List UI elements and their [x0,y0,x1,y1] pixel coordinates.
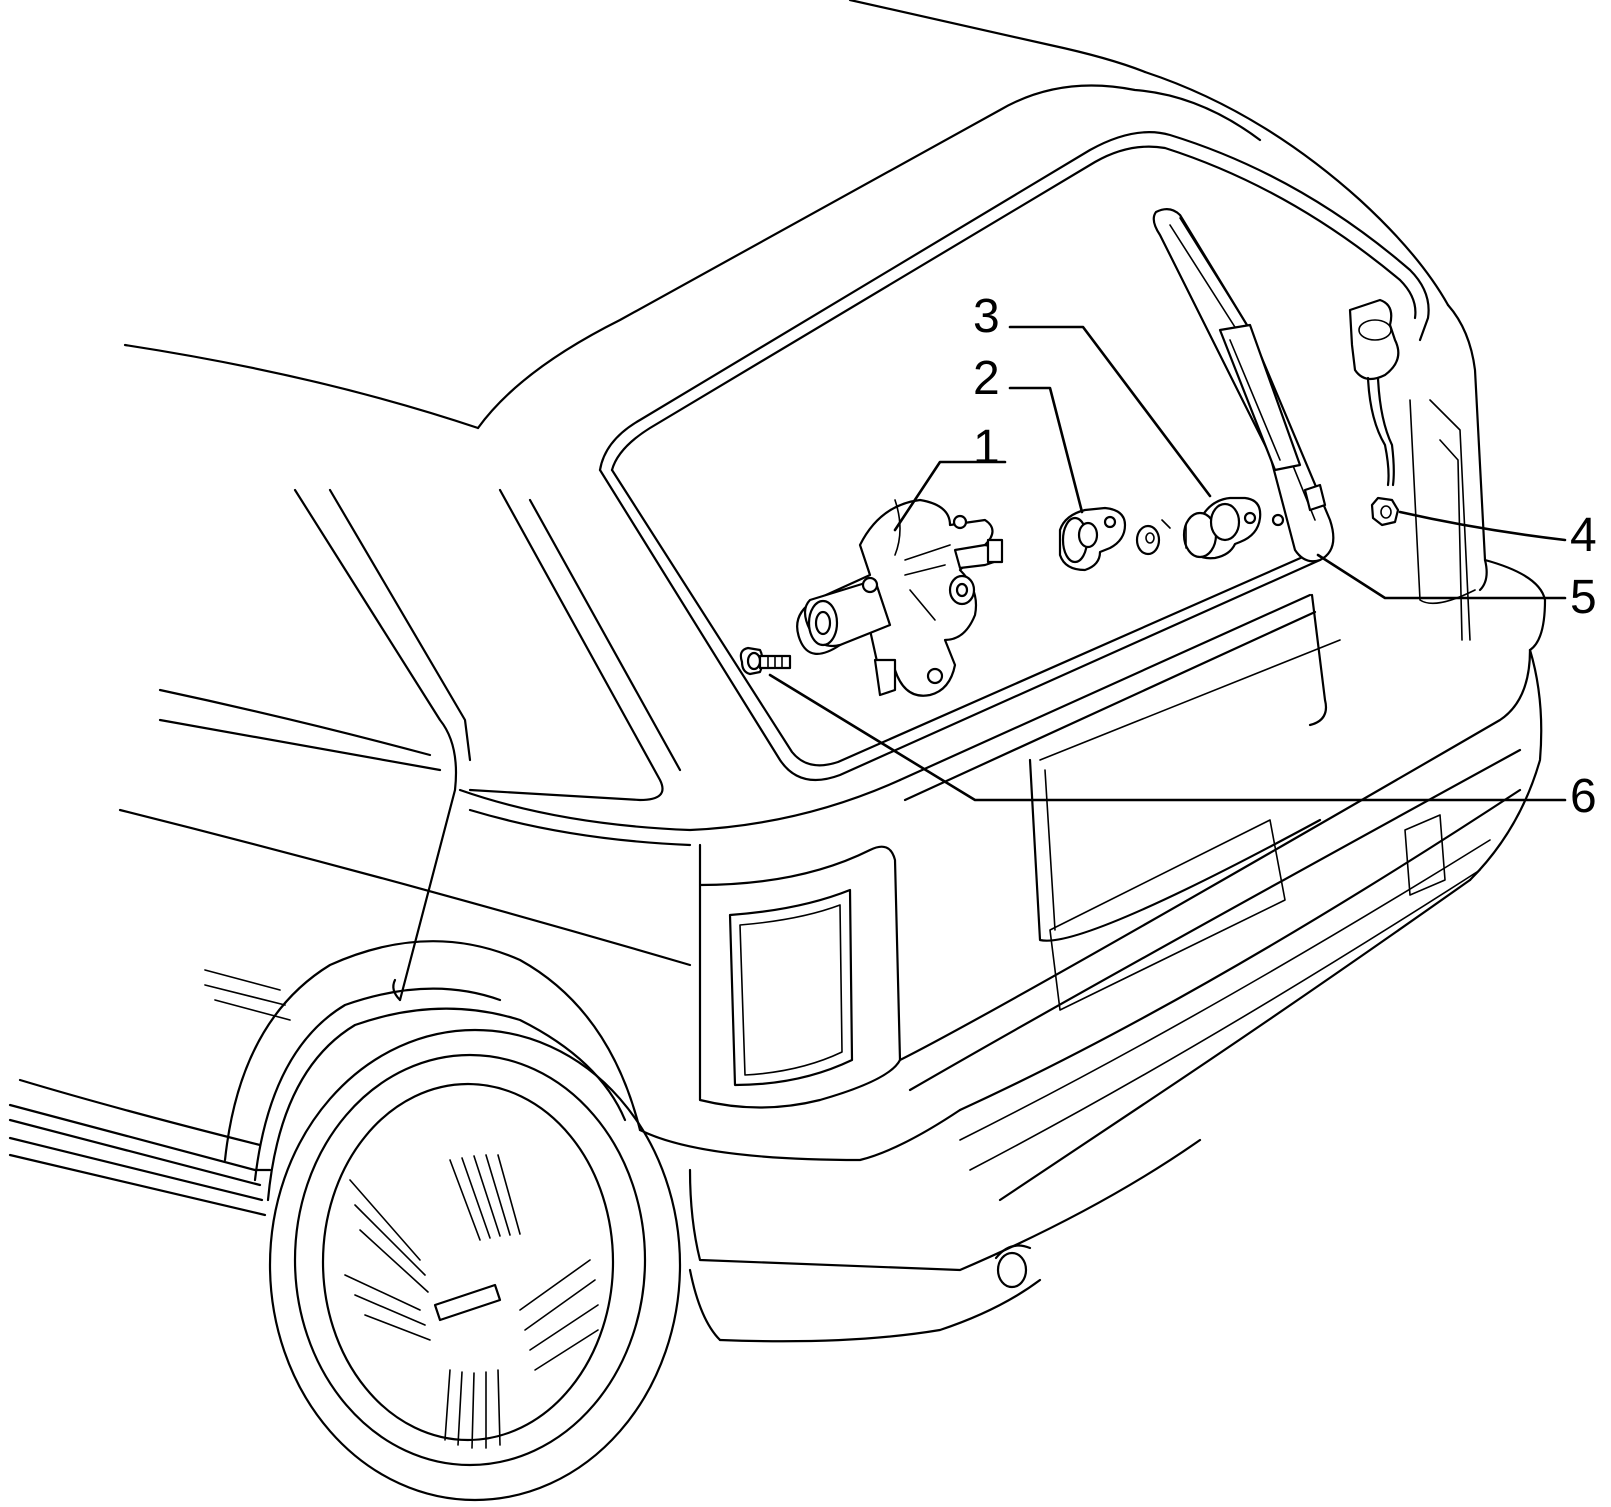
rear-wheel [268,1028,682,1502]
part-6-screw [739,646,792,676]
part-4-nut [1370,496,1400,527]
callout-6: 6 [1570,770,1597,823]
callout-3: 3 [973,290,1000,343]
leader-2 [1008,386,1084,514]
car-body-outline [8,0,1547,1343]
callout-1: 1 [973,421,1000,474]
callout-2: 2 [973,352,1000,405]
leader-1 [893,460,1007,532]
leader-lines [768,325,1567,802]
part-5-wiper-arm [1152,208,1335,563]
callout-4: 4 [1570,509,1597,562]
wheel-spokes-top [449,1154,521,1241]
wheel-spokes-left [344,1179,431,1341]
spindle-washer [1135,519,1171,556]
callout-5: 5 [1570,571,1597,624]
wheel-spokes-right [519,1259,599,1371]
part-3-spindle-housing [1182,496,1262,560]
leader-5 [1316,553,1567,600]
washer-nozzle [1348,298,1400,487]
leader-6 [768,673,1567,802]
wheel-spokes-bottom [444,1369,501,1449]
part-1-wiper-motor [796,498,1004,697]
part-2-seal [1058,506,1127,572]
leader-4 [1398,510,1567,542]
leader-3 [1008,325,1212,498]
